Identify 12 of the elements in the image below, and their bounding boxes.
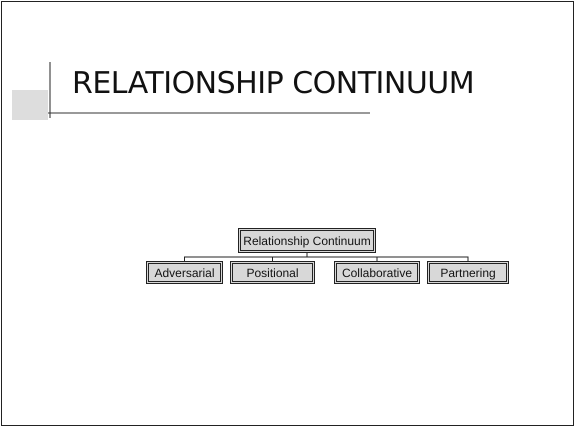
box-label: Adversarial <box>154 266 215 280</box>
root-box <box>238 228 376 253</box>
box-label: Collaborative <box>342 266 412 280</box>
connector <box>306 252 468 262</box>
slide-title: RELATIONSHIP CONTINUUM <box>72 66 474 101</box>
box-label: Partnering <box>440 266 496 280</box>
category-box <box>230 261 315 284</box>
category-box <box>146 261 223 284</box>
box-label: Positional <box>246 266 299 280</box>
category-box <box>427 261 509 284</box>
category-box <box>334 261 420 284</box>
box-label: Relationship Continuum <box>243 234 371 248</box>
